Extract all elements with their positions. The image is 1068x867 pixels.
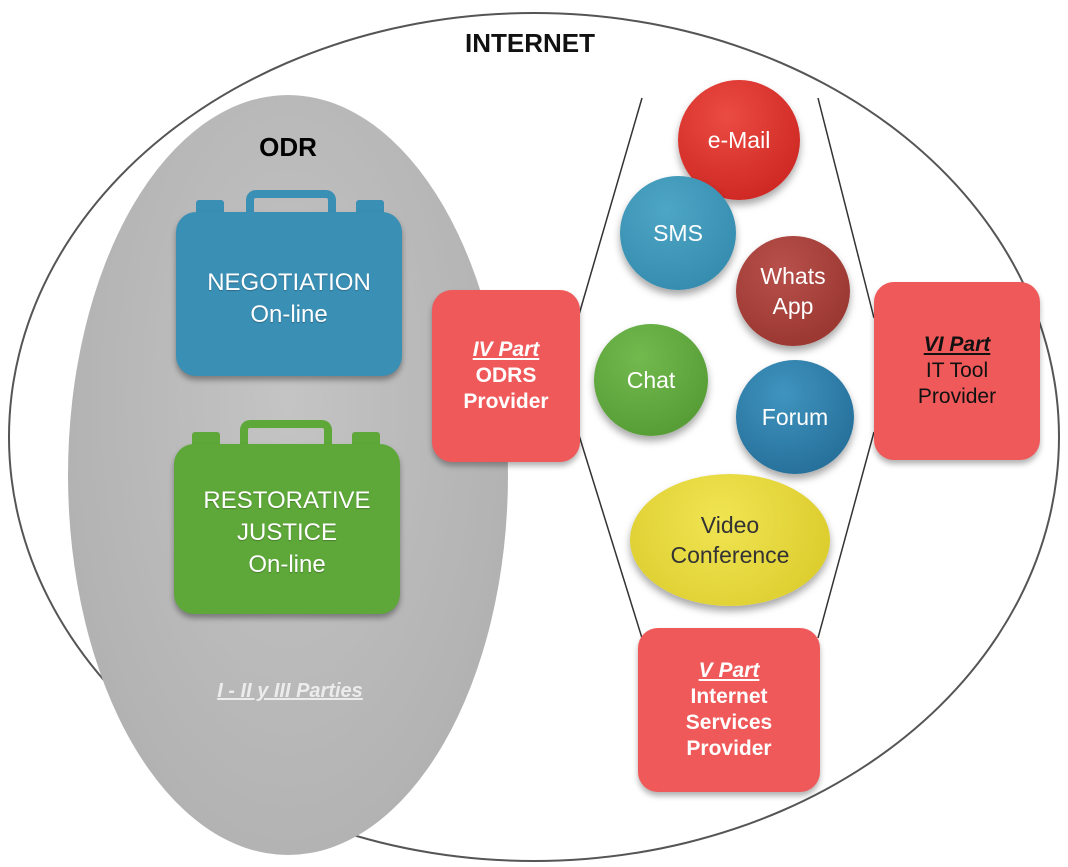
email-label: e-Mail [707,127,771,153]
chat-circle: Chat [594,324,708,436]
funnel-right-lower [817,431,875,639]
odrs-part-label: IV Part [472,338,540,361]
negotiation-line2: On-line [250,301,328,328]
it-tool-line1: IT Tool [925,359,989,382]
negotiation-case-handle [246,190,336,220]
odrs-line2: Provider [463,390,549,413]
funnel-left-upper [577,97,643,319]
forum-label: Forum [761,404,829,430]
parties-label: I - II y III Parties [217,680,363,702]
negotiation-case-tab-right [356,200,384,214]
isp-line2: Services [685,711,773,734]
restorative-case-tab-right [352,432,380,446]
whatsapp-circle: Whats App [736,236,850,346]
restorative-line3: On-line [248,551,326,578]
funnel-left-lower [577,431,643,639]
forum-circle: Forum [736,360,854,474]
video-conference-ellipse: Video Conference [630,474,830,606]
restorative-line1: RESTORATIVE [203,487,371,514]
isp-line1: Internet [690,685,768,708]
sms-label: SMS [653,220,703,246]
it-tool-provider-box: VI Part IT Tool Provider [874,282,1040,460]
chat-label: Chat [626,367,676,393]
it-tool-part-label: VI Part [923,333,991,356]
odr-title: ODR [259,132,317,162]
isp-part-label: V Part [698,659,760,682]
restorative-case: RESTORATIVE JUSTICE On-line [174,444,400,614]
odrs-line1: ODRS [475,364,537,387]
video-line2: Conference [670,542,790,568]
internet-title: INTERNET [465,28,595,58]
restorative-case-handle [240,420,332,452]
restorative-case-tab-left [192,432,220,446]
isp-line3: Provider [686,737,772,760]
funnel-right-upper [817,97,875,319]
isp-provider-box: V Part Internet Services Provider [638,628,820,792]
restorative-line2: JUSTICE [236,519,337,546]
it-tool-line2: Provider [917,385,997,408]
video-line1: Video [700,512,760,538]
whatsapp-line1: Whats [760,263,826,289]
negotiation-case-tab-left [196,200,224,214]
odrs-provider-box: IV Part ODRS Provider [432,290,580,462]
negotiation-case: NEGOTIATION On-line [176,212,402,376]
negotiation-line1: NEGOTIATION [207,269,371,296]
whatsapp-line2: App [772,293,814,319]
sms-circle: SMS [620,176,736,290]
